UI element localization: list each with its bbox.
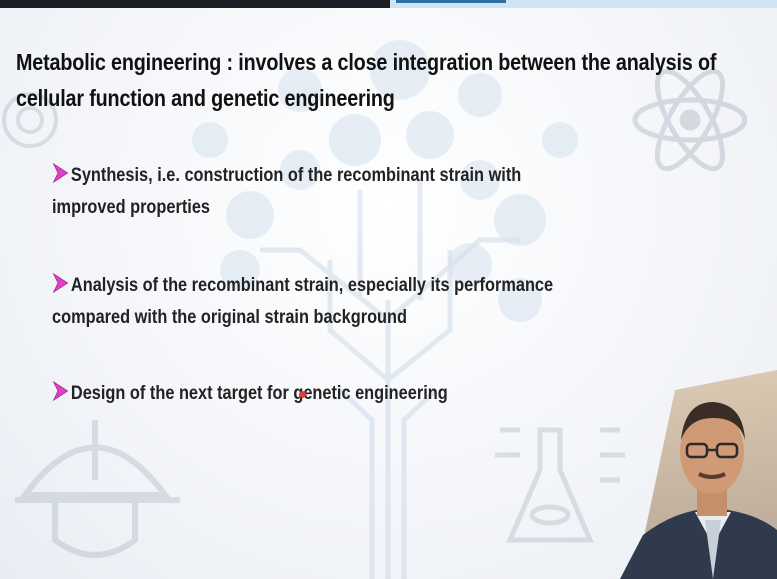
bullet-text-line-1: Design of the next target for genetic en… <box>70 383 448 404</box>
bullet-text-line-2: compared with the original strain backgr… <box>52 307 407 328</box>
bullet-item: Analysis of the recombinant strain, espe… <box>52 270 585 334</box>
atom-icon <box>632 68 748 172</box>
laser-pointer-dot <box>299 391 306 398</box>
bullet-text-line-2: improved properties <box>52 197 210 218</box>
flask-icon <box>495 427 625 543</box>
title-line-1: Metabolic engineering : involves a close… <box>16 49 717 75</box>
hard-hat-icon <box>15 420 180 558</box>
slide-title: Metabolic engineering : involves a close… <box>16 44 716 116</box>
speaker-video <box>620 370 777 579</box>
top-bar-dark <box>0 0 390 8</box>
tree-bubbles <box>192 40 578 322</box>
bullet-item: Synthesis, i.e. construction of the reco… <box>52 160 585 224</box>
top-bar-accent <box>396 0 506 3</box>
bullet-text-line-1: Analysis of the recombinant strain, espe… <box>70 275 554 296</box>
bullet-arrow-icon <box>52 162 69 184</box>
bullet-item: Design of the next target for genetic en… <box>52 378 585 410</box>
tree-circuit-icon <box>260 180 520 579</box>
top-bar-light <box>390 0 777 8</box>
bullet-arrow-icon <box>52 272 69 294</box>
title-line-2: cellular function and genetic engineerin… <box>16 85 395 111</box>
bullet-text-line-1: Synthesis, i.e. construction of the reco… <box>70 165 522 186</box>
bullet-arrow-icon <box>52 380 69 402</box>
gear-icon <box>2 92 58 148</box>
